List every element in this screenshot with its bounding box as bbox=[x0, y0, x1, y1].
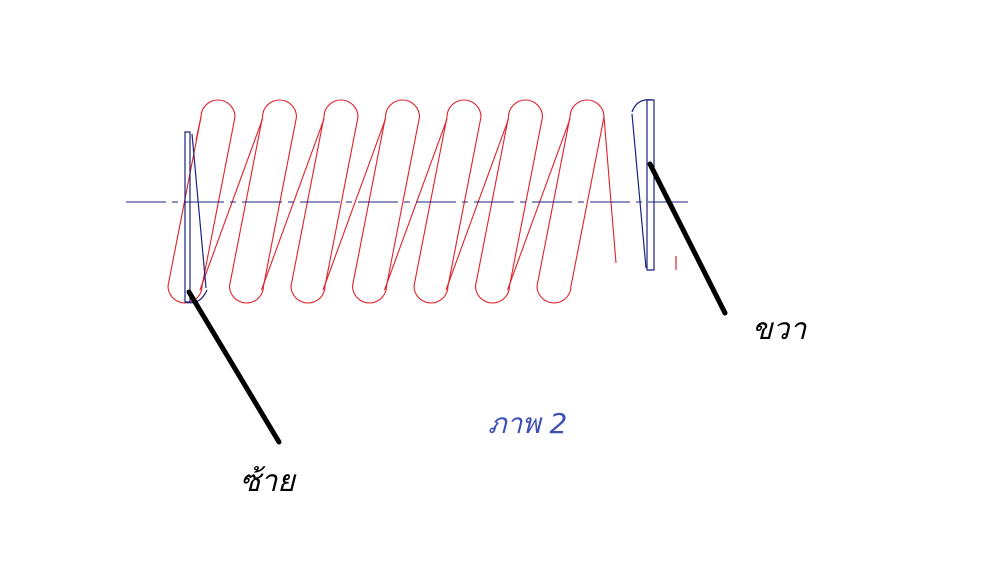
spring-back-strand bbox=[260, 118, 325, 291]
label-left: ซ้าย bbox=[240, 464, 295, 499]
spring-back-strand bbox=[199, 118, 264, 291]
label-right: ขวา bbox=[752, 312, 807, 347]
spring-back-strand bbox=[322, 118, 387, 291]
left-end-plate bbox=[184, 131, 208, 304]
leader-line-left bbox=[186, 289, 282, 445]
spring-lead-strand bbox=[195, 116, 202, 141]
figure-caption: ภาพ 2 bbox=[488, 407, 568, 440]
leader-line-right bbox=[647, 161, 728, 316]
spring-back-strand bbox=[506, 118, 571, 291]
right-end-plate bbox=[631, 99, 677, 271]
spring-coil bbox=[536, 99, 605, 304]
spring-back-strand bbox=[445, 118, 510, 291]
spring-coils bbox=[167, 99, 617, 304]
spring-back-strand bbox=[383, 118, 448, 291]
spring-tail-strand bbox=[603, 116, 617, 264]
